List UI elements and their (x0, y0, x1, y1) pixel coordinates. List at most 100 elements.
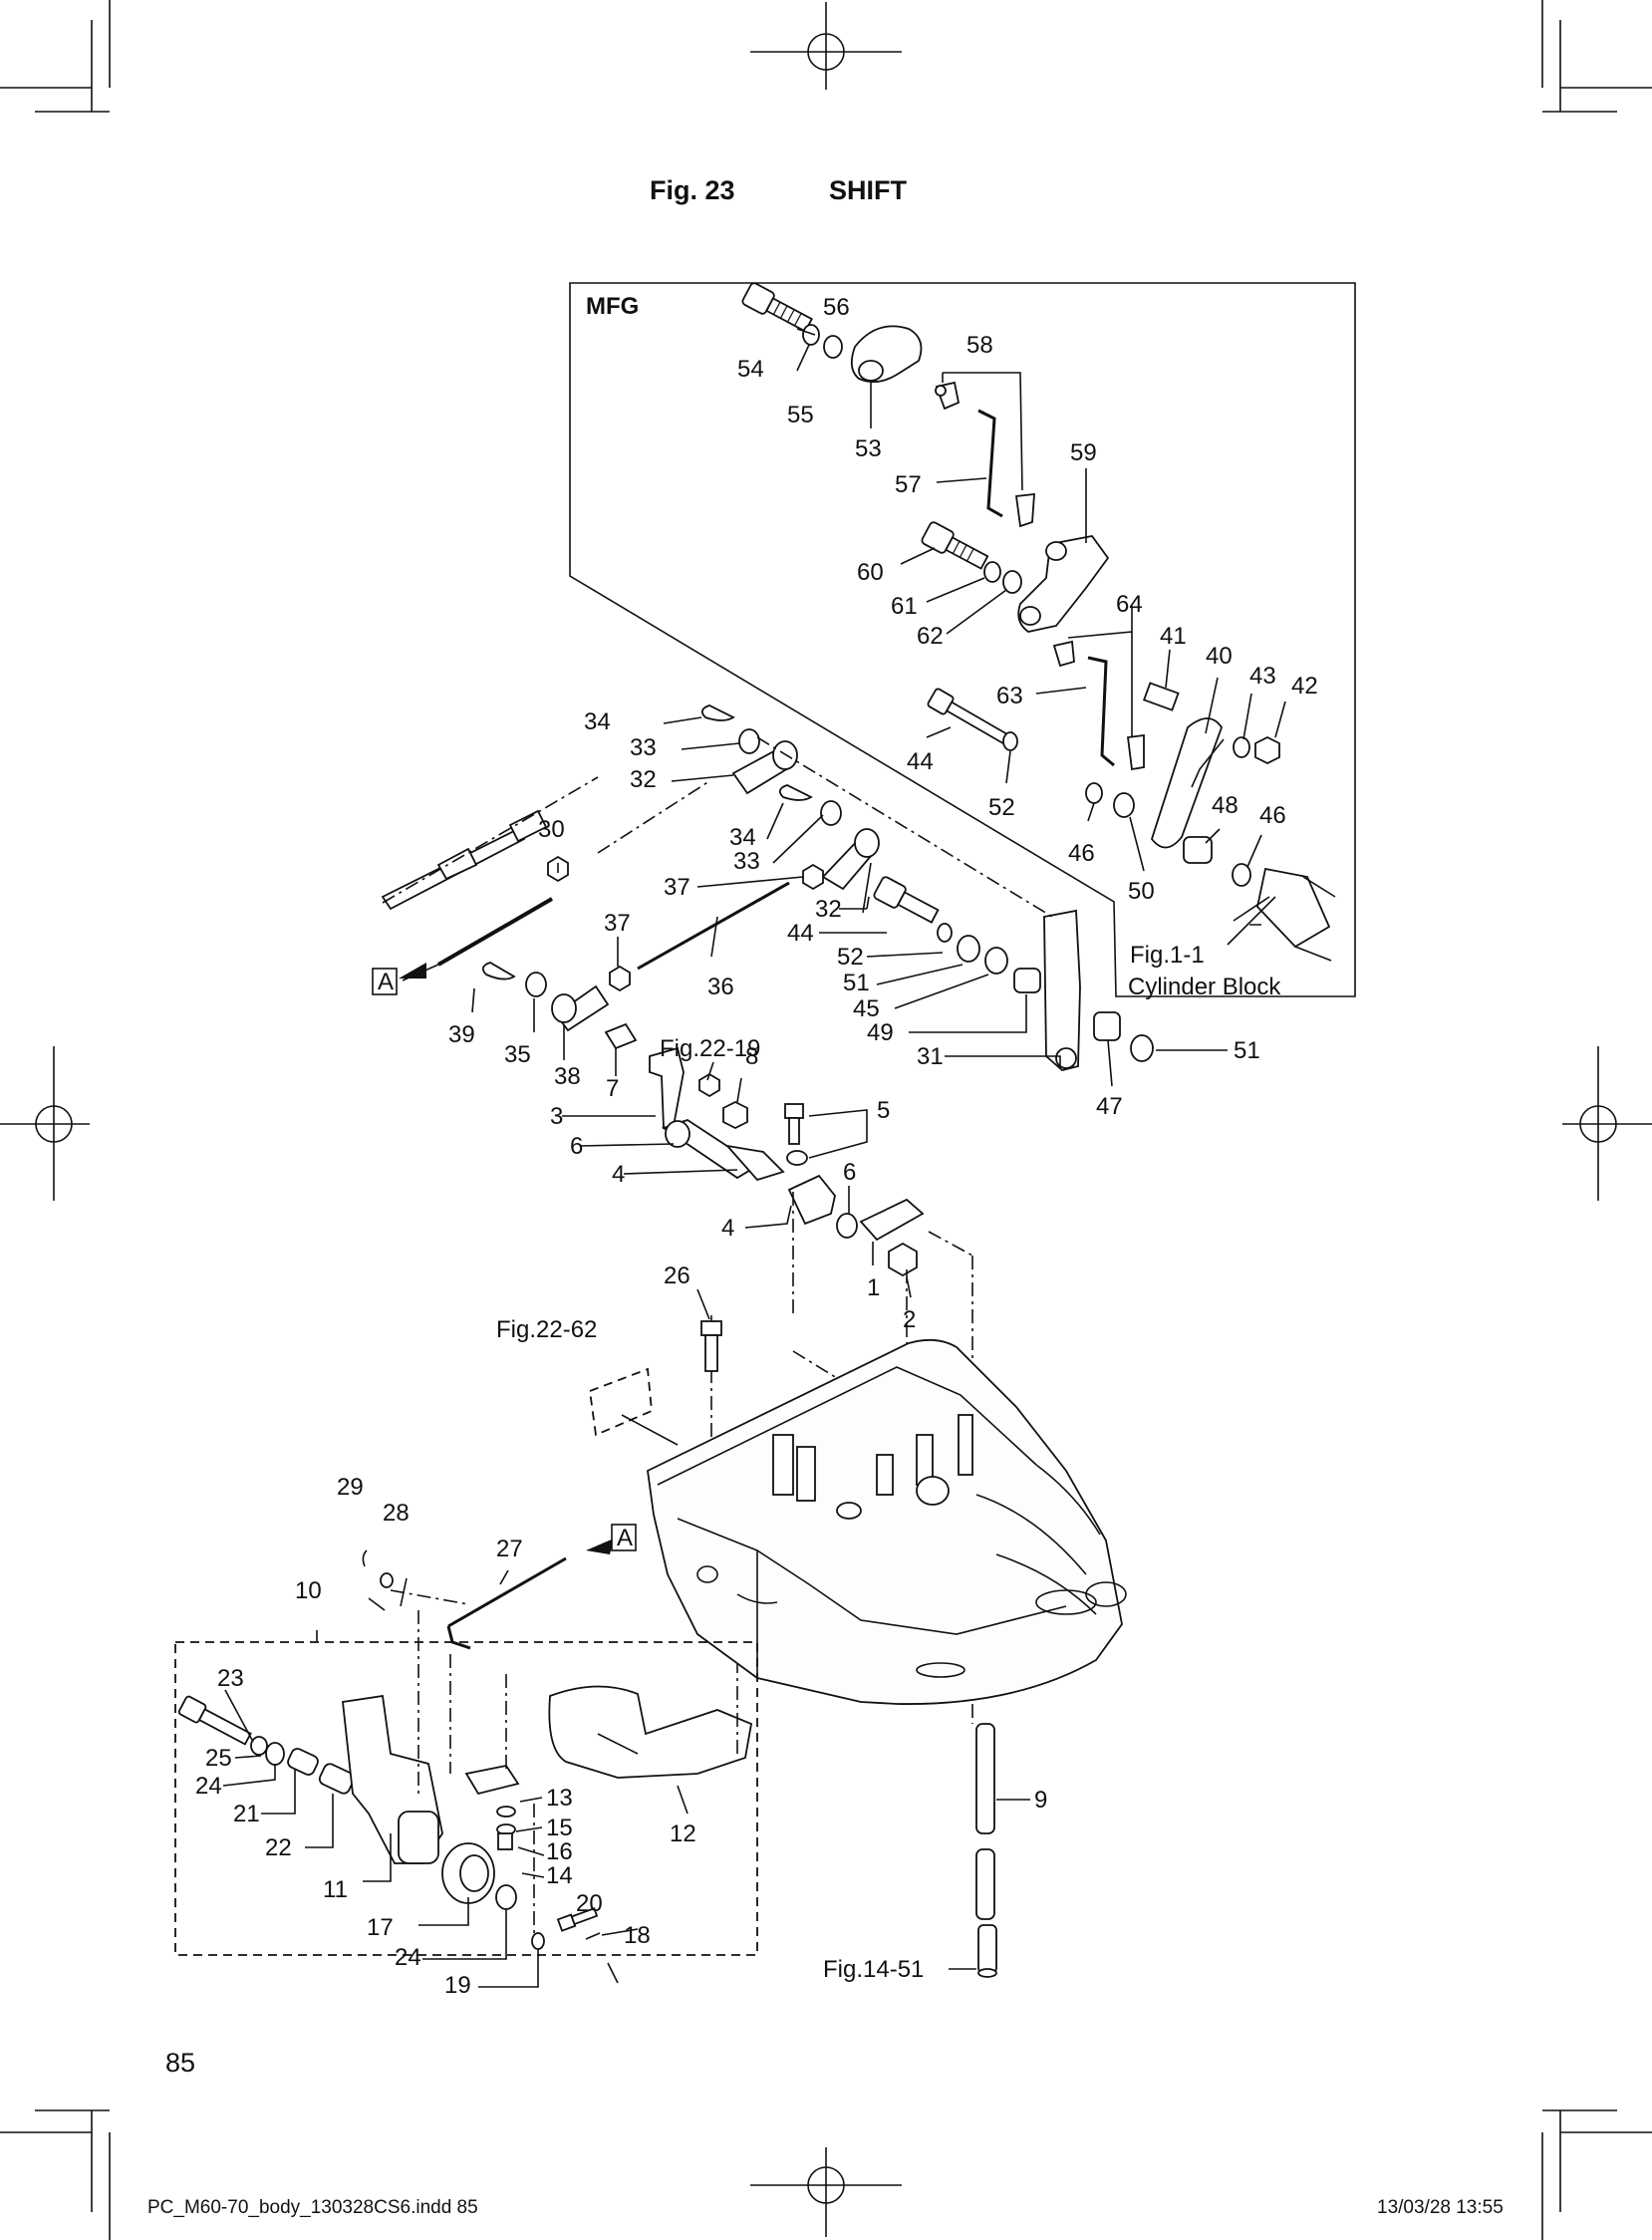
callout-3: 3 (550, 1103, 563, 1130)
cover-outline (589, 1367, 653, 1437)
callout-39: 39 (448, 1021, 475, 1048)
callout-59: 59 (1070, 439, 1097, 466)
callout-30: 30 (538, 816, 565, 843)
callout-41: 41 (1160, 623, 1187, 650)
registration-mark-icon (750, 2, 902, 90)
callout-12: 12 (670, 1820, 696, 1847)
callout-33: 33 (733, 848, 760, 875)
callout-9: 9 (1034, 1787, 1047, 1814)
callout-63: 63 (996, 683, 1023, 709)
callout-23: 23 (217, 1665, 244, 1692)
callout-15: 15 (546, 1815, 573, 1841)
callout-57: 57 (895, 471, 922, 498)
callout-51: 51 (843, 970, 870, 996)
slug-timestamp: 13/03/28 13:55 (1377, 2197, 1504, 2218)
part-10-box (174, 1641, 758, 1956)
registration-mark-icon (1562, 1046, 1652, 1201)
callout-21: 21 (233, 1801, 260, 1827)
bottom-cowling (647, 1338, 1127, 1705)
callout-20: 20 (576, 1890, 603, 1917)
ref-22-62: Fig.22-62 (496, 1316, 597, 1343)
cylinder-block-ref: Fig.1-1 (1130, 942, 1205, 969)
callout-11: 11 (323, 1876, 348, 1903)
callout-32-top: 32 (630, 766, 657, 793)
callout-46-mfg: 46 (1068, 840, 1095, 867)
callout-28: 28 (383, 1500, 410, 1527)
callout-19: 19 (444, 1972, 471, 1999)
callout-51-right: 51 (1234, 1037, 1260, 1064)
callout-27: 27 (496, 1536, 523, 1562)
callout-55: 55 (787, 402, 814, 428)
callout-44-mfg: 44 (907, 748, 934, 775)
callout-33-top: 33 (630, 734, 657, 761)
mfg-box-outline (569, 282, 1356, 997)
callout-14: 14 (546, 1862, 573, 1889)
callout-38: 38 (554, 1063, 581, 1090)
page-number: 85 (165, 2048, 196, 2078)
callout-49: 49 (867, 1019, 894, 1046)
callout-37: 37 (604, 910, 631, 937)
callout-31: 31 (917, 1043, 944, 1070)
callout-60: 60 (857, 559, 884, 586)
figure-number: Fig. 23 (650, 175, 735, 205)
crop-mark-icon (1541, 2109, 1652, 2240)
callout-10: 10 (295, 1577, 322, 1604)
callout-18: 18 (624, 1922, 651, 1949)
callout-numbers: 54 55 56 53 58 57 59 60 61 62 64 63 41 4… (195, 294, 1318, 1999)
callout-44: 44 (787, 920, 814, 947)
callout-29: 29 (337, 1474, 364, 1501)
bolt-26 (700, 1320, 722, 1372)
callout-34: 34 (729, 824, 756, 851)
callout-37-top: 37 (664, 874, 690, 901)
callout-36: 36 (707, 974, 734, 1000)
callout-7: 7 (606, 1075, 619, 1102)
callout-34-top: 34 (584, 708, 611, 735)
callout-1: 1 (867, 1274, 880, 1301)
callout-24: 24 (395, 1944, 421, 1971)
callout-5: 5 (877, 1097, 890, 1124)
callout-40: 40 (1206, 643, 1233, 670)
registration-mark-icon (0, 1046, 90, 1201)
lower-shift-housing (177, 1539, 753, 1950)
callout-6: 6 (570, 1133, 583, 1160)
ref-22-19: Fig.22-19 (660, 1035, 760, 1062)
callout-62: 62 (917, 623, 944, 650)
shift-rod-9 (971, 1704, 997, 1978)
callout-16: 16 (546, 1838, 573, 1865)
callout-42: 42 (1291, 673, 1318, 700)
callout-6-right: 6 (843, 1159, 856, 1186)
callout-4: 4 (721, 1215, 734, 1242)
callout-50: 50 (1128, 878, 1155, 905)
mfg-label: MFG (586, 293, 639, 320)
registration-mark-icon (750, 2147, 902, 2237)
callout-17: 17 (367, 1914, 394, 1941)
figure-title: SHIFT (829, 175, 907, 205)
callout-46: 46 (1259, 802, 1286, 829)
connector-a-bottom: A (611, 1524, 637, 1551)
leader-lines (222, 328, 1286, 1988)
cylinder-block-name: Cylinder Block (1128, 974, 1281, 1000)
callout-43: 43 (1249, 663, 1276, 690)
callout-53: 53 (855, 435, 882, 462)
callout-47: 47 (1096, 1093, 1123, 1120)
callout-22: 22 (265, 1834, 292, 1861)
callout-25: 25 (205, 1745, 232, 1772)
crop-mark-icon (0, 0, 111, 113)
callout-54: 54 (737, 356, 764, 383)
connector-a-label: A (378, 969, 394, 995)
callout-58: 58 (966, 332, 993, 359)
callout-64: 64 (1116, 591, 1143, 618)
callout-8: 8 (745, 1043, 758, 1070)
callout-4-top: 4 (612, 1161, 625, 1188)
connector-a-top: A (372, 968, 398, 995)
crop-mark-icon (0, 2109, 111, 2240)
callout-24-left: 24 (195, 1773, 222, 1800)
crop-mark-icon (1541, 0, 1652, 113)
callout-45: 45 (853, 995, 880, 1022)
callout-52: 52 (837, 944, 864, 971)
callout-26: 26 (664, 1262, 690, 1289)
callout-48: 48 (1212, 792, 1239, 819)
callout-56: 56 (823, 294, 850, 321)
